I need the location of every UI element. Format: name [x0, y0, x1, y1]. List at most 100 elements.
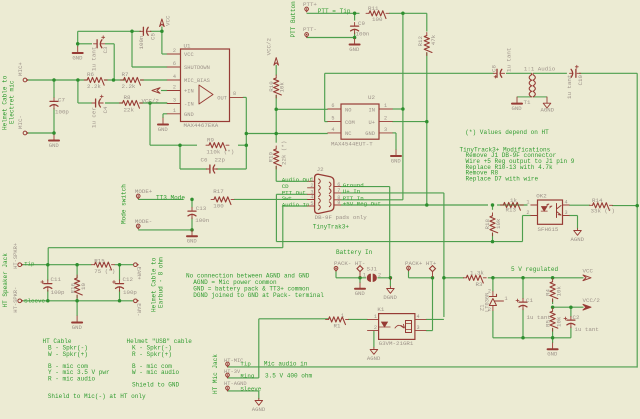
svg-text:R8: R8	[124, 94, 131, 101]
svg-text:Audio Out: Audio Out	[282, 177, 313, 184]
svg-text:AGND: AGND	[252, 406, 266, 413]
svg-text:4: 4	[417, 314, 420, 320]
svg-text:R10: R10	[268, 81, 275, 92]
svg-text:2: 2	[488, 307, 491, 313]
svg-text:C2: C2	[573, 314, 580, 321]
svg-text:TinyTrak3+: TinyTrak3+	[313, 224, 350, 231]
svg-text:GND: GND	[391, 157, 402, 164]
svg-text:W - Spkr(+): W - Spkr(+)	[48, 351, 88, 358]
svg-text:GND: GND	[355, 290, 366, 297]
svg-text:100: 100	[372, 16, 383, 23]
svg-text:1: 1	[363, 272, 366, 278]
svg-text:Sleeve: Sleeve	[24, 297, 45, 304]
svg-text:10k: 10k	[556, 286, 563, 297]
svg-text:Tip: Tip	[24, 260, 35, 267]
svg-text:100: 100	[213, 202, 224, 209]
svg-text:GND: GND	[72, 54, 83, 61]
svg-text:7: 7	[337, 188, 340, 194]
svg-text:Mode switch: Mode switch	[121, 184, 128, 224]
svg-text:1: 1	[384, 103, 387, 109]
svg-text:AGND: AGND	[571, 236, 585, 243]
svg-text:PTT = Tip: PTT = Tip	[318, 8, 351, 15]
svg-text:Remove J1 DB-9F connector: Remove J1 DB-9F connector	[466, 152, 557, 159]
svg-text:100p: 100p	[55, 109, 69, 116]
svg-text:R1: R1	[334, 323, 341, 330]
svg-text:U+: U+	[369, 120, 375, 126]
svg-text:R17: R17	[213, 188, 224, 195]
svg-text:U+ In: U+ In	[343, 188, 360, 195]
svg-text:Wire +5 Reg output to J1 pin 9: Wire +5 Reg output to J1 pin 9	[466, 158, 575, 165]
svg-text:Tip: Tip	[240, 361, 251, 368]
svg-text:1: 1	[173, 108, 176, 114]
svg-text:OK2: OK2	[536, 193, 547, 200]
svg-text:Earbud - 8 ohm: Earbud - 8 ohm	[158, 257, 165, 308]
svg-text:AGND: AGND	[367, 355, 381, 362]
svg-text:MODE+: MODE+	[135, 188, 153, 195]
svg-text:110k (*): 110k (*)	[206, 148, 234, 155]
svg-text:HT-3V: HT-3V	[224, 369, 241, 375]
svg-text:R14: R14	[592, 197, 603, 204]
svg-text:C7: C7	[58, 97, 65, 104]
svg-text:DGND: DGND	[383, 294, 397, 301]
svg-text:NC: NC	[345, 131, 351, 137]
svg-text:C9: C9	[358, 20, 365, 27]
svg-text:NO: NO	[345, 107, 351, 113]
svg-text:1: 1	[310, 177, 313, 183]
svg-text:K1: K1	[377, 306, 384, 313]
svg-text:COM: COM	[345, 120, 355, 126]
svg-text:Helmet Cable to: Helmet Cable to	[151, 257, 158, 312]
svg-text:PTT In: PTT In	[343, 195, 364, 202]
svg-text:Swt: Swt	[282, 195, 292, 202]
svg-text:OUT: OUT	[217, 95, 227, 101]
svg-text:75 (*): 75 (*)	[94, 268, 115, 275]
svg-text:33k (*): 33k (*)	[591, 208, 615, 215]
svg-text:+IN: +IN	[184, 89, 194, 95]
svg-text:B - Spkr(-): B - Spkr(-)	[48, 345, 88, 352]
svg-text:1: 1	[374, 314, 377, 320]
svg-text:5: 5	[331, 116, 334, 122]
svg-text:10k: 10k	[279, 82, 286, 93]
svg-text:HT Cable: HT Cable	[43, 338, 72, 345]
svg-text:Ground: Ground	[343, 182, 364, 189]
svg-text:+5V Reg Out: +5V Reg Out	[343, 200, 381, 207]
svg-text:PACK- HT-: PACK- HT-	[334, 260, 365, 267]
svg-text:C5: C5	[150, 33, 157, 40]
svg-text:2: 2	[378, 272, 381, 278]
svg-text:K - Spkr(-): K - Spkr(-)	[132, 345, 172, 352]
svg-text:2: 2	[488, 289, 491, 295]
svg-text:2.2k: 2.2k	[122, 83, 136, 90]
svg-text:Replace R10-13 with 4.7k: Replace R10-13 with 4.7k	[466, 164, 553, 171]
svg-text:Shield to Mic(-) at HT only: Shield to Mic(-) at HT only	[48, 393, 146, 400]
svg-text:1k: 1k	[510, 197, 517, 204]
svg-text:1: 1	[526, 199, 529, 205]
svg-text:TT3 Mode: TT3 Mode	[156, 194, 185, 201]
svg-text:R11: R11	[368, 5, 379, 12]
svg-text:DB-9F pads only: DB-9F pads only	[315, 214, 368, 221]
svg-text:5: 5	[310, 201, 313, 207]
svg-text:R - mic audio: R - mic audio	[48, 375, 96, 382]
svg-text:VCC: VCC	[583, 267, 594, 274]
svg-text:B - mic com: B - mic com	[132, 363, 172, 370]
svg-text:3: 3	[384, 127, 387, 133]
svg-text:B - mic com: B - mic com	[48, 363, 88, 370]
svg-text:MODE-: MODE-	[135, 218, 152, 225]
svg-text:(*) Values depend on HT: (*) Values depend on HT	[465, 129, 549, 136]
svg-text:1u tant: 1u tant	[527, 314, 551, 321]
svg-text:SHUTDOWN: SHUTDOWN	[184, 65, 210, 71]
svg-text:C3: C3	[102, 46, 109, 53]
svg-text:1u tant: 1u tant	[91, 47, 98, 71]
svg-text:C1: C1	[526, 297, 533, 304]
svg-text:MIC+: MIC+	[17, 62, 24, 76]
svg-text:3: 3	[173, 98, 176, 104]
svg-text:4: 4	[310, 195, 313, 201]
svg-text:C12: C12	[123, 276, 134, 283]
svg-text:C4: C4	[102, 106, 109, 113]
svg-text:MAX4467EKA: MAX4467EKA	[184, 122, 219, 129]
svg-text:TinyTrack3+ Modifications: TinyTrack3+ Modifications	[460, 146, 551, 153]
svg-text:HT-AGND: HT-AGND	[224, 381, 247, 387]
svg-text:GND: GND	[512, 105, 523, 112]
svg-text:R16: R16	[70, 283, 77, 294]
svg-text:3: 3	[565, 210, 568, 216]
svg-text:R5: R5	[545, 320, 552, 327]
svg-text:100p: 100p	[123, 289, 137, 296]
